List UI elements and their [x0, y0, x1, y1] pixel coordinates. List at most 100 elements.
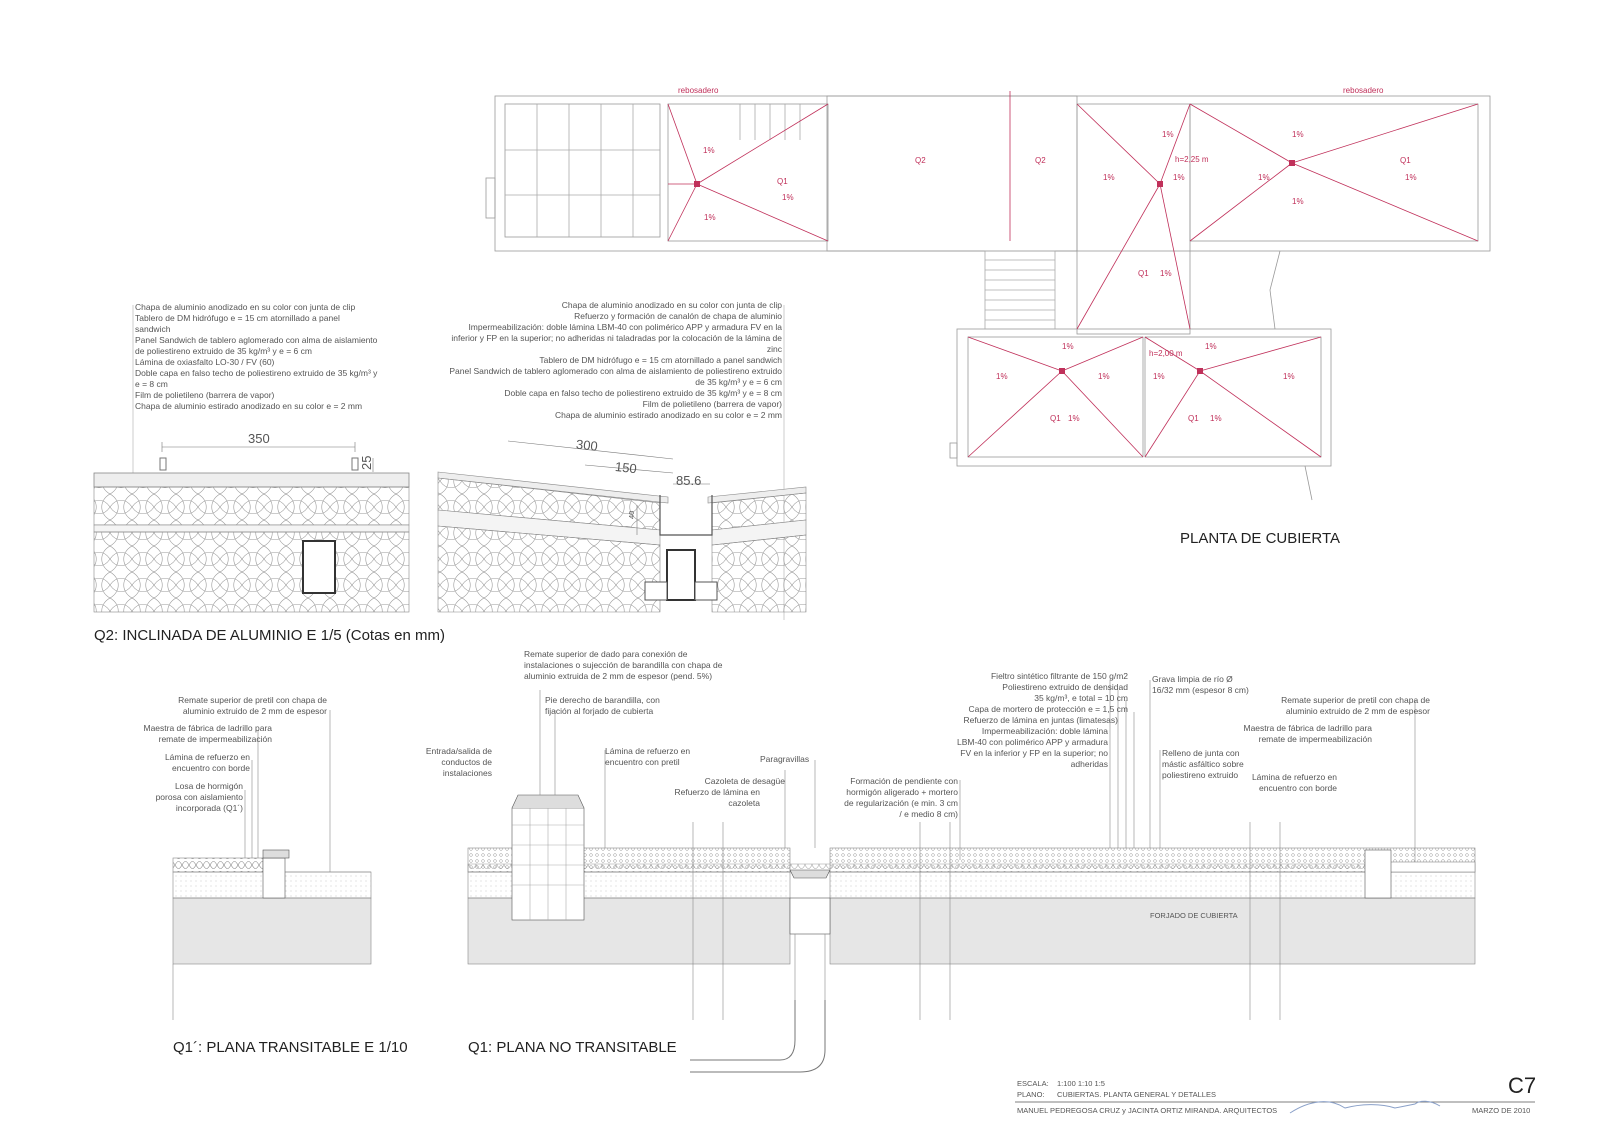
svg-text:FV en la inferior y FP en la s: FV en la inferior y FP en la superior; n… [960, 748, 1108, 758]
slope-labels: 1% 1% 1% 1% 1% 1% 1% 1% 1% 1% 1% 1% 1% 1… [703, 130, 1417, 423]
q1-label: Q1 [1188, 414, 1199, 423]
svg-text:Relleno de junta con: Relleno de junta con [1162, 748, 1240, 758]
svg-text:remate de impermeabilización: remate de impermeabilización [1259, 734, 1373, 744]
svg-text:aluminio extruido de 2 mm de e: aluminio extruido de 2 mm de espesor [1286, 706, 1430, 716]
svg-text:fijación al forjado de cubiert: fijación al forjado de cubierta [545, 706, 653, 716]
height-label-1: h=2,25 m [1175, 155, 1209, 164]
svg-text:encuentro con borde: encuentro con borde [1259, 783, 1337, 793]
svg-text:encuentro con borde: encuentro con borde [172, 763, 250, 773]
svg-text:hormigón aligerado + mortero: hormigón aligerado + mortero [846, 787, 958, 797]
dim-150: 150 [614, 459, 637, 476]
q2-label: Q2 [1035, 156, 1046, 165]
svg-text:Grava limpia de río Ø: Grava limpia de río Ø [1152, 674, 1233, 684]
dim-25: 25 [359, 456, 374, 470]
svg-text:conductos de: conductos de [441, 757, 492, 767]
q2-label: Q2 [915, 156, 926, 165]
svg-text:Remate superior de dado para c: Remate superior de dado para conexión de [524, 649, 688, 659]
plan-title: PLANTA DE CUBIERTA [1180, 530, 1340, 547]
dim-85-6: 85.6 [676, 473, 701, 488]
q1-notes: Remate superior de dado para conexión de… [426, 649, 1430, 819]
q1-label: Q1 [1050, 414, 1061, 423]
svg-text:LBM-40 con polimérico APP y ar: LBM-40 con polimérico APP y armadura [957, 737, 1108, 747]
svg-text:PLANO:: PLANO: [1017, 1090, 1045, 1099]
svg-text:1%: 1% [1160, 269, 1172, 278]
roof-plan [485, 91, 1491, 501]
solar-panels [505, 104, 660, 237]
svg-text:1:100 1:10 1:5: 1:100 1:10 1:5 [1057, 1079, 1105, 1088]
q2-left-notes: Chapa de aluminio anodizado en su color … [135, 302, 378, 411]
svg-text:Chapa de aluminio estirado ano: Chapa de aluminio estirado anodizado en … [135, 401, 362, 411]
svg-text:instalaciones o sujección de b: instalaciones o sujección de barandilla … [524, 660, 723, 670]
svg-text:MARZO DE 2010: MARZO DE 2010 [1472, 1106, 1530, 1115]
plan-lower-block [956, 328, 1332, 467]
svg-text:sandwich: sandwich [135, 324, 171, 334]
title-block: ESCALA: 1:100 1:10 1:5 PLANO: CUBIERTAS.… [1015, 1073, 1536, 1115]
svg-text:inferior y FP en la superior;: inferior y FP en la superior; no adherid… [451, 333, 782, 343]
svg-text:Film de polietileno (barrera d: Film de polietileno (barrera de vapor) [643, 399, 783, 409]
svg-text:1%: 1% [1258, 173, 1270, 182]
svg-text:Chapa de aluminio anodizado en: Chapa de aluminio anodizado en su color … [562, 300, 782, 310]
svg-text:zinc: zinc [767, 344, 783, 354]
svg-text:1%: 1% [1405, 173, 1417, 182]
dim-40: 40 [627, 511, 636, 519]
svg-text:e = 8 cm: e = 8 cm [135, 379, 168, 389]
rebosadero-label-left: rebosadero [678, 86, 719, 95]
svg-text:/ e medio 8 cm): / e medio 8 cm) [899, 809, 958, 819]
q1-title: Q1: PLANA NO TRANSITABLE [468, 1039, 677, 1056]
svg-text:1%: 1% [704, 213, 716, 222]
dim-350: 350 [248, 431, 270, 446]
svg-text:1%: 1% [1292, 197, 1304, 206]
plan-outline [494, 95, 1491, 252]
dim-300: 300 [575, 437, 598, 454]
svg-text:Panel Sandwich de tablero aglo: Panel Sandwich de tablero aglomerado con… [449, 366, 782, 376]
svg-text:porosa con aislamiento: porosa con aislamiento [156, 792, 244, 802]
svg-text:cazoleta: cazoleta [728, 798, 760, 808]
svg-text:Paragravillas: Paragravillas [760, 754, 809, 764]
q1-label: Q1 [777, 177, 788, 186]
svg-text:Refuerzo de lámina en: Refuerzo de lámina en [674, 787, 760, 797]
svg-text:Lámina de refuerzo en: Lámina de refuerzo en [165, 752, 250, 762]
svg-text:1%: 1% [1173, 173, 1185, 182]
svg-text:Lámina de refuerzo en: Lámina de refuerzo en [605, 746, 690, 756]
svg-text:CUBIERTAS. PLANTA GENERAL Y DE: CUBIERTAS. PLANTA GENERAL Y DETALLES [1057, 1090, 1216, 1099]
svg-text:1%: 1% [1210, 414, 1222, 423]
svg-text:Pie derecho de barandilla, con: Pie derecho de barandilla, con [545, 695, 660, 705]
svg-text:35 kg/m³, e total = 10 cm: 35 kg/m³, e total = 10 cm [1034, 693, 1128, 703]
q1-prime-notes: Remate superior de pretil con chapa de a… [143, 695, 327, 813]
svg-text:aluminio extruida de 2 mm de e: aluminio extruida de 2 mm de espesor (pe… [524, 671, 712, 681]
svg-text:instalaciones: instalaciones [443, 768, 492, 778]
q2-detail [93, 305, 807, 620]
q2-right-notes: Chapa de aluminio anodizado en su color … [449, 300, 782, 420]
svg-text:Maestra de fábrica de ladrillo: Maestra de fábrica de ladrillo para [1243, 723, 1372, 733]
svg-text:incorporada (Q1´): incorporada (Q1´) [176, 803, 243, 813]
svg-text:Lámina de refuerzo en: Lámina de refuerzo en [1252, 772, 1337, 782]
svg-text:Tablero de DM hidrófugo e = 15: Tablero de DM hidrófugo e = 15 cm atorni… [135, 313, 340, 323]
svg-text:de regularización (e min. 3 cm: de regularización (e min. 3 cm [844, 798, 958, 808]
q1-prime-detail [172, 710, 372, 1020]
svg-text:Panel Sandwich de tablero aglo: Panel Sandwich de tablero aglomerado con… [135, 335, 378, 345]
svg-text:de 35 kg/m³ y e = 6 cm: de 35 kg/m³ y e = 6 cm [695, 377, 782, 387]
svg-text:1%: 1% [1283, 372, 1295, 381]
svg-text:1%: 1% [1205, 342, 1217, 351]
svg-text:Capa de mortero de protección: Capa de mortero de protección e = 1,5 cm [969, 704, 1128, 714]
svg-text:Cazoleta de desagüe: Cazoleta de desagüe [705, 776, 786, 786]
svg-text:1%: 1% [1098, 372, 1110, 381]
svg-text:MANUEL PEDREGOSA CRUZ y JACINT: MANUEL PEDREGOSA CRUZ y JACINTA ORTIZ MI… [1017, 1106, 1277, 1115]
svg-text:Refuerzo de lámina en juntas (: Refuerzo de lámina en juntas (limatesas) [964, 715, 1119, 725]
svg-text:adheridas: adheridas [1071, 759, 1108, 769]
q1-label: Q1 [1138, 269, 1149, 278]
svg-text:1%: 1% [1292, 130, 1304, 139]
svg-text:Impermeabilización: doble lámi: Impermeabilización: doble lámina LBM-40 … [468, 322, 782, 332]
rebosadero-label-right: rebosadero [1343, 86, 1384, 95]
svg-text:Chapa de aluminio estirado ano: Chapa de aluminio estirado anodizado en … [555, 410, 782, 420]
svg-text:1%: 1% [1103, 173, 1115, 182]
svg-text:1%: 1% [703, 146, 715, 155]
svg-text:Film de polietileno (barrera d: Film de polietileno (barrera de vapor) [135, 390, 275, 400]
q1-label: Q1 [1400, 156, 1411, 165]
svg-text:1%: 1% [1062, 342, 1074, 351]
svg-text:Doble capa en falso techo de p: Doble capa en falso techo de poliestiren… [504, 388, 782, 398]
svg-text:Maestra de fábrica de ladrillo: Maestra de fábrica de ladrillo para [143, 723, 272, 733]
q1-detail [467, 680, 1476, 1073]
svg-text:Formación de pendiente con: Formación de pendiente con [850, 776, 958, 786]
svg-text:Lámina de oxiasfalto LO-30 / F: Lámina de oxiasfalto LO-30 / FV (60) [135, 357, 275, 367]
